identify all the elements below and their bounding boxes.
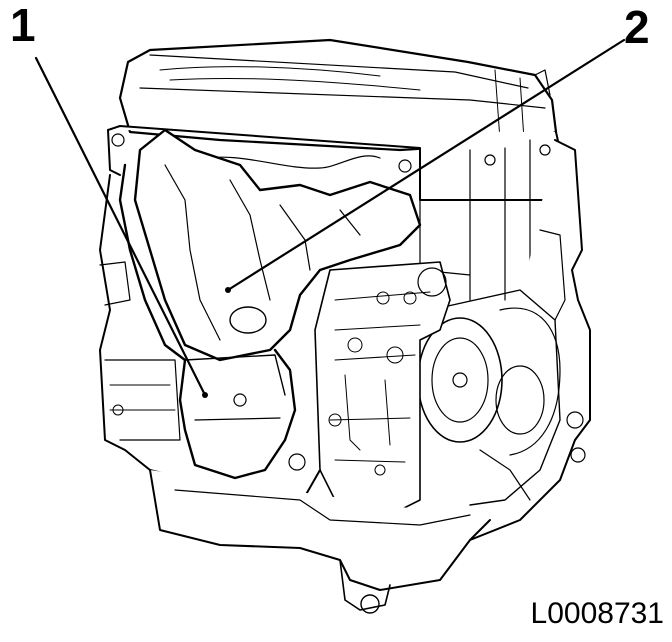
callout-label-2: 2 — [624, 1, 650, 53]
leader-line-1 — [36, 58, 205, 395]
leader-lines — [36, 40, 624, 395]
exhaust-manifold-heat-shield — [135, 130, 420, 360]
timing-cover — [418, 140, 590, 540]
engine-front-components — [315, 262, 450, 520]
leader-line-2 — [228, 40, 624, 290]
callout-label-1: 1 — [10, 0, 36, 51]
figure-reference-code: L0008731 — [530, 597, 664, 630]
oil-pan — [150, 454, 490, 613]
